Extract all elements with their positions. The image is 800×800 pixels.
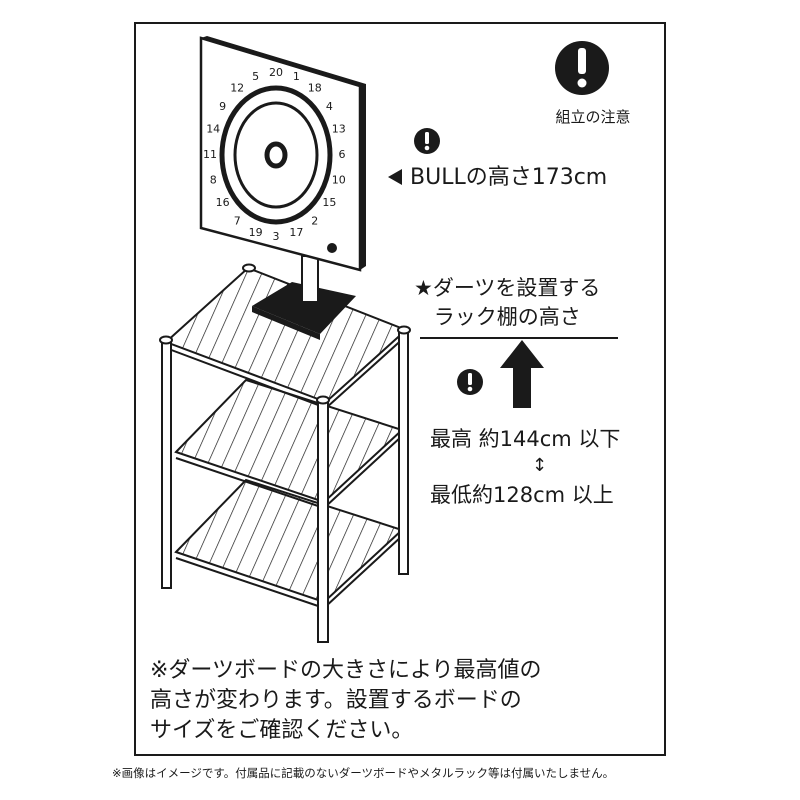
max-height-label: 最高 約144cm 以下 <box>430 427 621 451</box>
dartboard-number: 7 <box>234 214 241 227</box>
dartboard-number: 18 <box>308 82 322 95</box>
dartboard-number: 5 <box>252 70 259 83</box>
dartboard-stand <box>252 255 356 340</box>
stand-pole <box>301 255 319 303</box>
rack-post-front-right <box>317 399 329 643</box>
range-arrow-icon: ↕ <box>532 455 548 476</box>
rack-height-label-line1: ★ダーツを設置する <box>414 276 601 300</box>
dartboard-number: 19 <box>249 226 263 239</box>
diagram-frame <box>134 22 666 756</box>
bull-height-label: BULLの高さ173cm <box>410 165 608 190</box>
caution-icon-rack <box>457 369 483 395</box>
dartboard-number: 6 <box>339 148 346 161</box>
rack-height-label-line2: ラック棚の高さ <box>433 305 581 329</box>
dartboard-number: 20 <box>269 66 283 79</box>
dartboard-number: 8 <box>210 173 217 186</box>
board-size-note: ※ダーツボードの大きさにより最高値の 高さが変わります。設置するボードの サイズ… <box>150 658 542 743</box>
dartboard-number: 15 <box>322 196 336 209</box>
dartboard-number: 9 <box>219 100 226 113</box>
dartboard-sensor-dot <box>327 243 337 253</box>
dartboard: 20 1 18 4 13 6 10 15 2 17 3 19 7 16 8 11 14 9 12 5 <box>199 36 366 272</box>
dartboard-number: 13 <box>332 123 346 136</box>
dartboard-number: 4 <box>326 100 333 113</box>
dartboard-number: 17 <box>289 226 303 239</box>
rack-post-front-left <box>161 339 172 589</box>
caution-icon-large <box>555 41 609 95</box>
rack-post-back-right <box>398 329 409 575</box>
dartboard-number: 1 <box>293 70 300 83</box>
stand-base <box>252 282 356 334</box>
up-arrow-icon <box>500 340 544 408</box>
dartboard-number: 3 <box>273 230 280 243</box>
dartboard-outer-ring <box>219 85 333 225</box>
dartboard-inner-ring <box>233 101 319 209</box>
caution-label: 組立の注意 <box>555 108 631 126</box>
dartboard-bull <box>264 141 288 169</box>
dartboard-number: 16 <box>216 196 230 209</box>
dartboard-number: 2 <box>311 214 318 227</box>
dartboard-number: 12 <box>230 82 244 95</box>
caution-icon-bull <box>414 128 440 154</box>
dartboard-number: 11 <box>203 148 217 161</box>
image-disclaimer-footnote: ※画像はイメージです。付属品に記載のないダーツボードやメタルラック等は付属いたし… <box>112 766 615 780</box>
dartboard-numbers: 20 1 18 4 13 6 10 15 2 17 3 19 7 16 8 11 14 9 12 5 <box>203 66 346 243</box>
dartboard-number: 14 <box>206 123 220 136</box>
metal-rack <box>159 263 411 643</box>
bull-pointer-icon <box>388 169 402 185</box>
min-height-label: 最低約128cm 以上 <box>430 483 614 507</box>
dartboard-number: 10 <box>332 173 346 186</box>
rack-height-label: ★ダーツを設置する ラック棚の高さ <box>414 274 600 332</box>
